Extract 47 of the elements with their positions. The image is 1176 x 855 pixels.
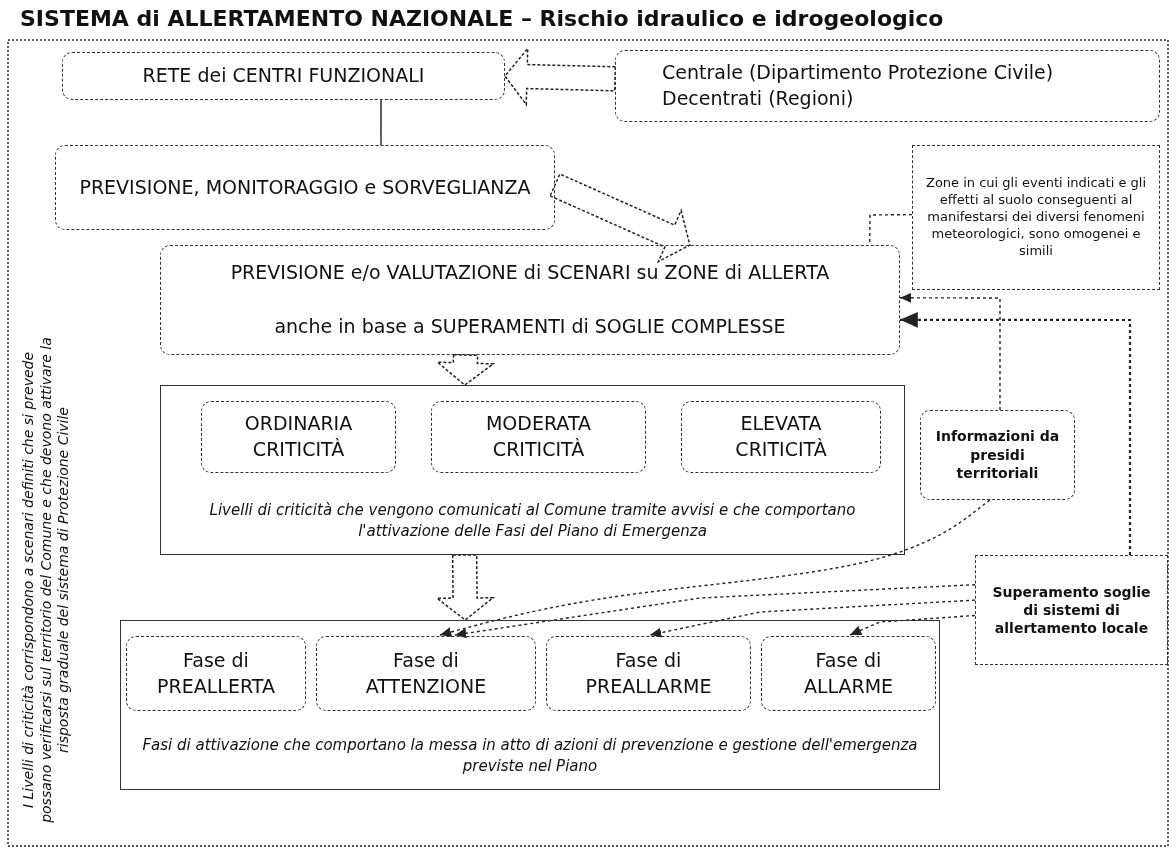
- group-panel: [160, 385, 905, 555]
- note-box: [975, 555, 1168, 665]
- note-box: [912, 145, 1160, 290]
- node-text: ORDINARIA CRITICITÀ: [243, 411, 354, 462]
- node-text: Informazioni da presidi territoriali: [934, 426, 1061, 484]
- node-text: Fase di ALLARME: [802, 647, 895, 699]
- node-text: Fase di PREALLARME: [584, 647, 713, 699]
- rounded-box: [126, 636, 306, 711]
- rounded-box: [615, 50, 1160, 122]
- rounded-box: [546, 636, 751, 711]
- side-note: I Livelli di criticità corrispondono a scenari definiti che si prevede possano verificarsi sul territorio del Comune e che devono attivare la risposta graduale del sistema di Protezione Civile: [20, 336, 72, 825]
- rounded-box: [160, 245, 900, 355]
- group-panel: [120, 620, 940, 790]
- rounded-box: [316, 636, 536, 711]
- connector-line: [380, 99, 382, 146]
- rounded-box: [201, 401, 396, 473]
- block-arrow: [549, 173, 691, 264]
- node-text: Decentrati (Regioni): [661, 86, 855, 111]
- node-text: MODERATA CRITICITÀ: [484, 411, 593, 462]
- arrow: [849, 614, 976, 636]
- node-text: Centrale (Dipartimento Protezione Civile): [661, 60, 1055, 86]
- arrow: [900, 311, 1132, 555]
- rounded-box: [920, 410, 1075, 500]
- arrow: [899, 292, 1001, 411]
- node-text: anche in base a SUPERAMENTI di SOGLIE COMPLESSE: [273, 314, 787, 340]
- description-text: Fasi di attivazione che comportano la messa in atto di azioni di prevenzione e gestione dell'emergenza previste nel Piano: [141, 735, 919, 777]
- description-text: Livelli di criticità che vengono comunicati al Comune tramite avvisi e che comportano l'attivazione delle Fasi del Piano di Emergenza: [208, 500, 857, 542]
- arrow: [649, 599, 976, 638]
- rounded-box: [62, 52, 505, 100]
- arrow: [439, 499, 991, 637]
- block-arrow: [434, 554, 496, 621]
- node-text: PREVISIONE, MONITORAGGIO e SORVEGLIANZA: [78, 174, 532, 200]
- rounded-box: [681, 401, 881, 473]
- block-arrow: [504, 46, 617, 107]
- rounded-box: [431, 401, 646, 473]
- rounded-box: [55, 145, 555, 230]
- node-text: ELEVATA CRITICITÀ: [734, 411, 828, 462]
- node-text: Fase di PREALLERTA: [156, 647, 276, 699]
- node-text: RETE dei CENTRI FUNZIONALI: [141, 63, 426, 89]
- rounded-box: [761, 636, 936, 711]
- node-text: Superamento soglie di sistemi di allertamento locale: [991, 582, 1152, 638]
- node-text: Zone in cui gli eventi indicati e gli effetti al suolo conseguenti al manifestarsi dei diversi fenomeni meteorologici, sono omogenei e simili: [925, 175, 1147, 260]
- node-text: Fase di ATTENZIONE: [364, 647, 488, 699]
- node-text: PREVISIONE e/o VALUTAZIONE di SCENARI su ZONE di ALLERTA: [229, 260, 831, 286]
- arrow: [454, 584, 976, 639]
- block-arrow: [435, 353, 496, 386]
- diagram-title: SISTEMA di ALLERTAMENTO NAZIONALE – Rischio idraulico e idrogeologico: [20, 6, 944, 31]
